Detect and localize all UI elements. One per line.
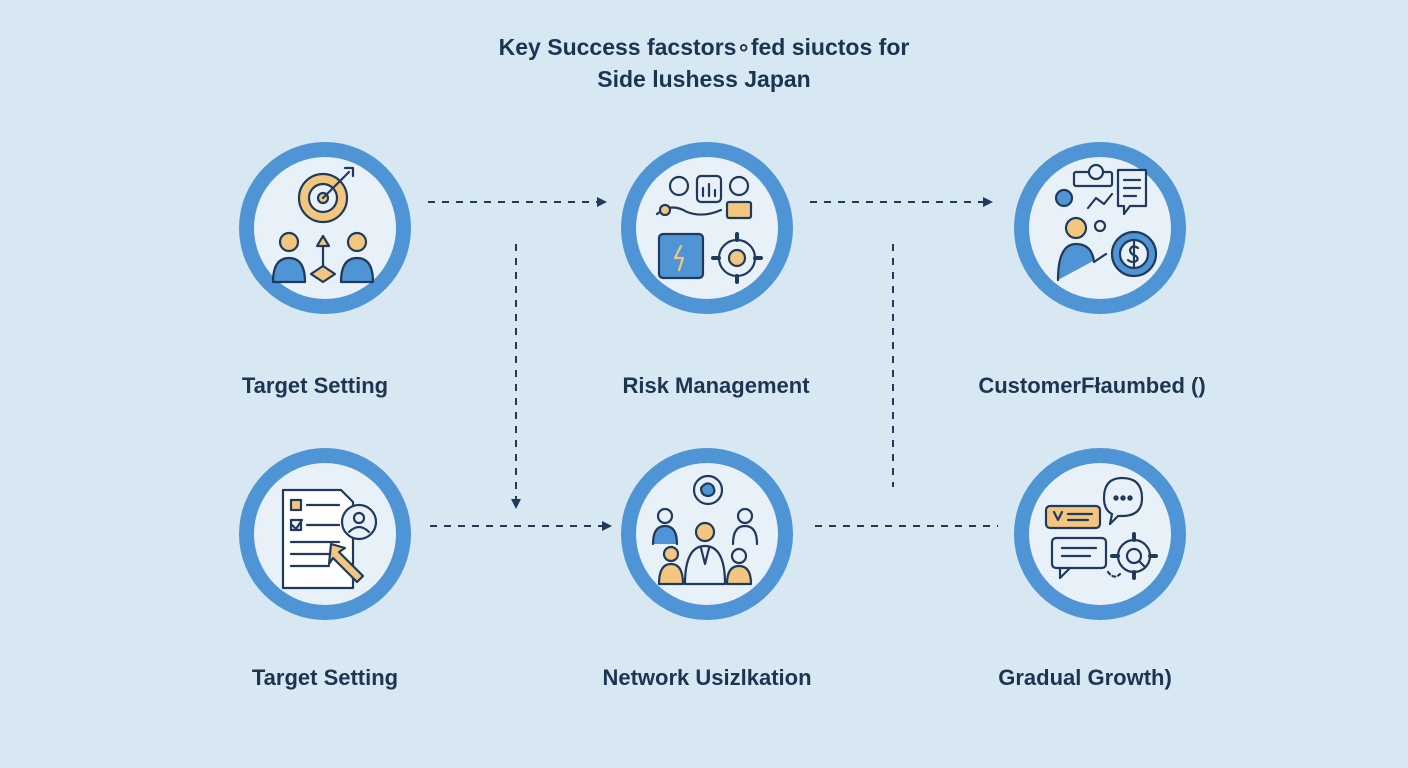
node-target-setting-2 (239, 448, 411, 620)
network-people-icon (651, 474, 759, 586)
risk-analysis-icon (655, 174, 763, 284)
title-line-2: Side lushess Japan (597, 66, 811, 92)
node-label: Target Setting (241, 373, 389, 398)
node-label: Risk Management (622, 373, 810, 398)
customer-finance-icon (1054, 163, 1158, 282)
node-target-setting (239, 142, 411, 314)
title-line-1: Key Success facstors∘fed siuctos for (498, 34, 910, 60)
target-team-icon (271, 166, 375, 284)
node-label: Network Usizlkation (602, 665, 812, 690)
node-network (621, 448, 793, 620)
node-gradual-growth (1014, 448, 1186, 620)
node-customer (1014, 142, 1186, 314)
checklist-person-icon (281, 488, 378, 590)
node-ring (1014, 448, 1186, 620)
node-label: CustomerFłaumbed () (978, 373, 1206, 398)
node-label: Target Setting (251, 665, 399, 690)
node-risk-management (621, 142, 793, 314)
chat-gear-icon (1044, 476, 1158, 580)
node-label: Gradual Growth) (998, 665, 1172, 690)
